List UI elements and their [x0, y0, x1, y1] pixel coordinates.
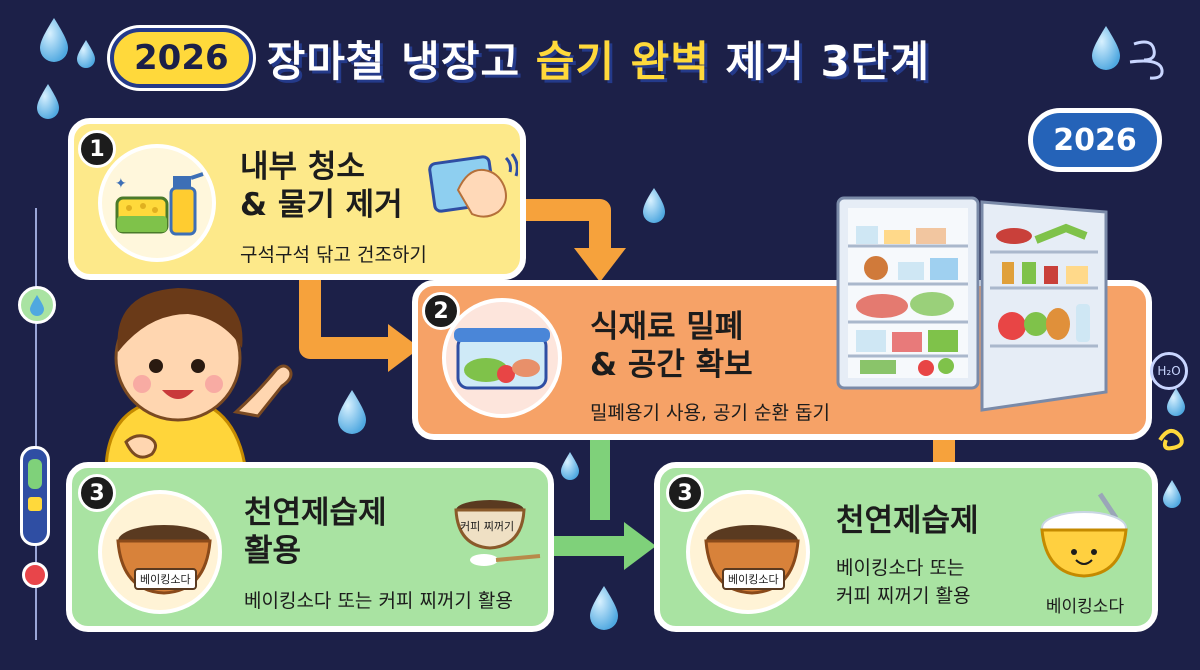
- step-3-right-subtitle-line2: 커피 찌꺼기 활용: [836, 585, 971, 607]
- step-3-left-heading-line2: 활용: [244, 533, 302, 569]
- step-2-number: 2: [422, 292, 460, 330]
- title-text: 장마철 냉장고 습기 완벽 제거 3단계: [267, 28, 930, 89]
- wind-icon: [1129, 40, 1164, 80]
- step-1-card: 1 ✦ 내부 청소 & 물기 제거 구석구석 닦고 건조하기: [68, 118, 526, 280]
- step-1-heading: 내부 청소 & 물기 제거: [240, 148, 403, 224]
- baking-soda-bowl-icon: 베이킹소다: [1030, 488, 1140, 618]
- step-3-right-number: 3: [666, 474, 704, 512]
- coffee-grounds-icon: 커피 찌꺼기: [444, 494, 544, 574]
- hygrometer-icon: [20, 446, 50, 546]
- step-3-left-heading-line1: 천연제습제: [244, 495, 387, 531]
- step-3-right-heading: 천연제습제: [836, 503, 979, 539]
- step-3-right-subtitle: 베이킹소다 또는 커피 찌꺼기 활용: [836, 554, 970, 610]
- step-3-right-subtitle-line1: 베이킹소다 또는: [836, 557, 965, 579]
- water-drop-icon: [77, 40, 95, 68]
- title-main-tail: 제거 3단계: [725, 36, 930, 86]
- bowl-label-right: 베이킹소다: [722, 568, 785, 590]
- squiggle-icon: [1158, 428, 1184, 451]
- water-drop-icon: [1092, 26, 1120, 70]
- bowl-icon: 베이킹소다: [98, 490, 222, 614]
- step-3-left-heading: 천연제습제 활용: [244, 494, 387, 570]
- step-3-left-number: 3: [78, 474, 116, 512]
- water-drop-icon: [1167, 388, 1185, 416]
- h2o-label: H₂O: [1157, 364, 1181, 378]
- humidity-icon: [18, 286, 56, 324]
- title-main-white: 장마철 냉장고: [266, 36, 521, 86]
- title-main-yellow: 습기 완벽: [535, 36, 710, 86]
- step-3-left-subtitle: 베이킹소다 또는 커피 찌꺼기 활용: [244, 590, 513, 612]
- water-drop-icon: [1163, 480, 1181, 508]
- bowl-label-left: 베이킹소다: [134, 568, 197, 590]
- bowl-icon: 베이킹소다: [686, 490, 810, 614]
- water-drop-icon: [338, 390, 366, 434]
- container-icon: [442, 298, 562, 418]
- fridge-illustration: [836, 196, 1116, 418]
- water-drop-icon: [37, 84, 59, 119]
- step-3-card-left: 3 베이킹소다 천연제습제 활용 베이킹소다 또는 커피 찌꺼기 활용 커피 찌…: [66, 462, 554, 632]
- baking-soda-side-label: 베이킹소다: [1045, 597, 1125, 617]
- step-2-subtitle: 밀폐용기 사용, 공기 순환 돕기: [590, 402, 830, 424]
- sponge-spray-icon: ✦: [98, 144, 216, 262]
- water-drop-icon: [561, 452, 579, 480]
- water-drop-icon: [643, 188, 665, 223]
- cloth-hand-icon: [428, 150, 519, 230]
- coffee-cup-label: 커피 찌꺼기: [460, 520, 515, 533]
- kid-illustration: [86, 282, 306, 476]
- page-title: 2026 장마철 냉장고 습기 완벽 제거 3단계: [110, 22, 930, 94]
- water-drop-icon: [40, 18, 68, 62]
- step-1-heading-line2: & 물기 제거: [240, 187, 403, 223]
- step-2-heading: 식재료 밀폐 & 공간 확보: [590, 308, 753, 384]
- year-badge: 2026: [1028, 108, 1162, 172]
- water-drop-icon: [590, 586, 618, 630]
- status-dot-icon: [22, 562, 48, 588]
- step-1-subtitle: 구석구석 닦고 건조하기: [240, 244, 427, 266]
- step-3-card-right: 3 베이킹소다 천연제습제 베이킹소다 또는 커피 찌꺼기 활용 베이킹소다: [654, 462, 1158, 632]
- step-2-heading-line1: 식재료 밀폐: [590, 309, 744, 345]
- svg-text:✦: ✦: [115, 176, 127, 192]
- step-1-number: 1: [78, 130, 116, 168]
- h2o-badge: H₂O: [1150, 352, 1188, 390]
- title-year-pill: 2026: [110, 28, 253, 88]
- step-1-heading-line1: 내부 청소: [240, 149, 365, 185]
- step-2-heading-line2: & 공간 확보: [590, 347, 753, 383]
